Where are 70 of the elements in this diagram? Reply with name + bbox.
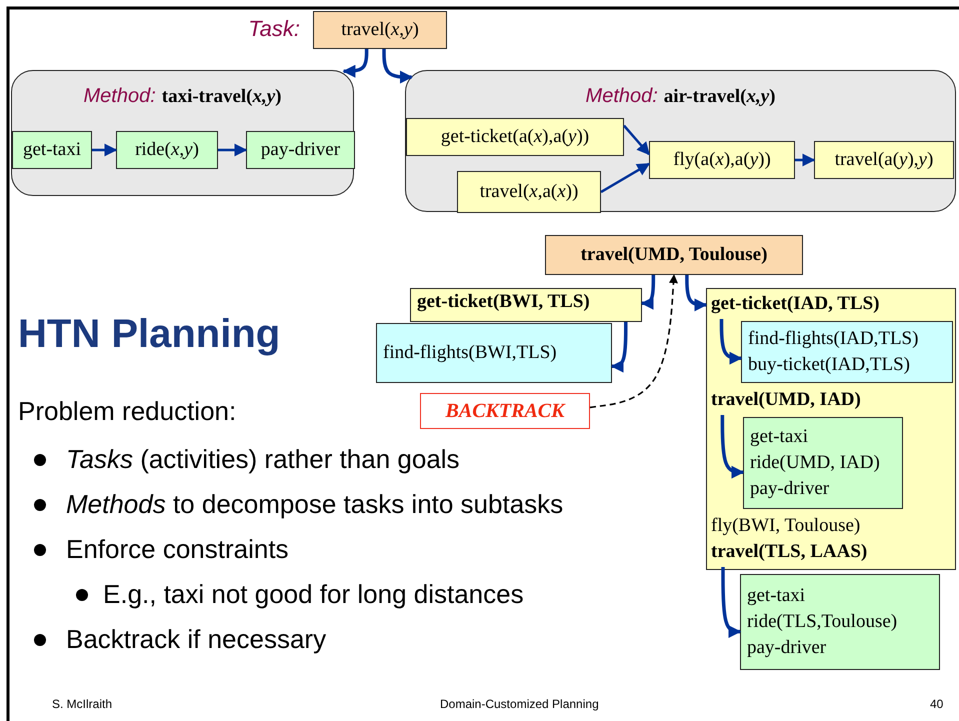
method-name: taxi-travel(x,y) (162, 85, 282, 109)
subtask-label: find-flights(BWI,TLS) (383, 341, 558, 365)
subtask-label: get-taxi (750, 425, 810, 449)
arrow (92, 144, 118, 156)
task-caption: Task: (248, 16, 300, 42)
task-label: fly(BWI, Toulouse) (711, 513, 911, 539)
task-label: travel(UMD, IAD) (711, 387, 901, 415)
arrow (610, 322, 628, 373)
task-label: travel(TLS, LAAS) (711, 539, 911, 567)
subtask-label: get-taxi (22, 138, 82, 162)
footer-text: Domain-Customized Planning (440, 696, 599, 713)
subtask-box (116, 131, 218, 169)
method-label: Method: (83, 84, 156, 109)
arrow (600, 162, 650, 194)
dashed-arrow (590, 274, 678, 408)
slide-title: HTN Planning (18, 312, 280, 357)
subtask-label: pay-driver (260, 138, 340, 162)
subtask-label: ride(x,y) (135, 138, 199, 162)
method-panel (405, 70, 956, 212)
subtask-label: fly(a(x),a(y)) (673, 148, 771, 172)
task-label: get-ticket(IAD, TLS) (711, 291, 921, 319)
subtask-label: get-ticket(a(x),a(y)) (440, 125, 590, 149)
backtrack-box (420, 393, 590, 429)
subtask-label: get-ticket(BWI, TLS) (417, 290, 591, 314)
body-text: Problem reduction: (18, 396, 236, 426)
arrow (685, 275, 708, 312)
subtask-box (406, 118, 624, 156)
arrow (218, 144, 248, 156)
subtask-box (410, 288, 642, 322)
subtask-label: travel(x,y) (341, 18, 419, 42)
subtask-label: ride(TLS,Toulouse) (747, 610, 898, 634)
arrow (721, 567, 742, 638)
subtask-label: travel(x,a(x)) (480, 180, 578, 204)
subtask-box (741, 321, 953, 383)
subtask-box (814, 141, 954, 179)
arrow (623, 124, 650, 156)
subtask-label: find-flights(IAD,TLS) (748, 327, 920, 351)
arrow (382, 49, 413, 84)
subtask-label: travel(UMD, Toulouse) (580, 243, 768, 267)
subtask-label: ride(UMD, IAD) (750, 451, 881, 475)
method-name: air-travel(x,y) (664, 85, 776, 109)
subtask-label: pay-driver (747, 636, 828, 660)
arrow (640, 275, 656, 310)
subtask-box (246, 131, 355, 169)
arrow (720, 319, 742, 365)
arrow (342, 49, 368, 78)
arrow (720, 415, 744, 479)
subtask-label: get-taxi (747, 584, 806, 608)
subtask-label: travel(a(y),y) (834, 148, 934, 172)
footer-text: S. McIlraith (52, 696, 112, 713)
subtask-box (743, 417, 903, 509)
bullet-text: Enforce constraints (66, 534, 289, 564)
subtask-label: BACKTRACK (446, 399, 564, 424)
task-box (545, 235, 803, 275)
subtask-box (12, 131, 92, 169)
bullet-text: Backtrack if necessary (66, 624, 326, 654)
arrow (795, 154, 816, 166)
subtask-box (649, 141, 795, 179)
subtask-box (457, 171, 601, 213)
subtask-box (376, 323, 612, 383)
method-panel (11, 70, 354, 196)
subtask-box (740, 574, 940, 670)
bullet-text: Tasks (activities) rather than goals (66, 444, 460, 474)
method-label: Method: (586, 84, 658, 109)
plan-box (706, 288, 956, 570)
bullet-text: E.g., taxi not good for long distances (103, 579, 524, 609)
page-number: 40 (930, 696, 944, 713)
subtask-label: pay-driver (750, 477, 830, 501)
subtask-label: buy-ticket(IAD,TLS) (748, 353, 911, 377)
bullet-text: Methods to decompose tasks into subtasks (66, 489, 564, 519)
